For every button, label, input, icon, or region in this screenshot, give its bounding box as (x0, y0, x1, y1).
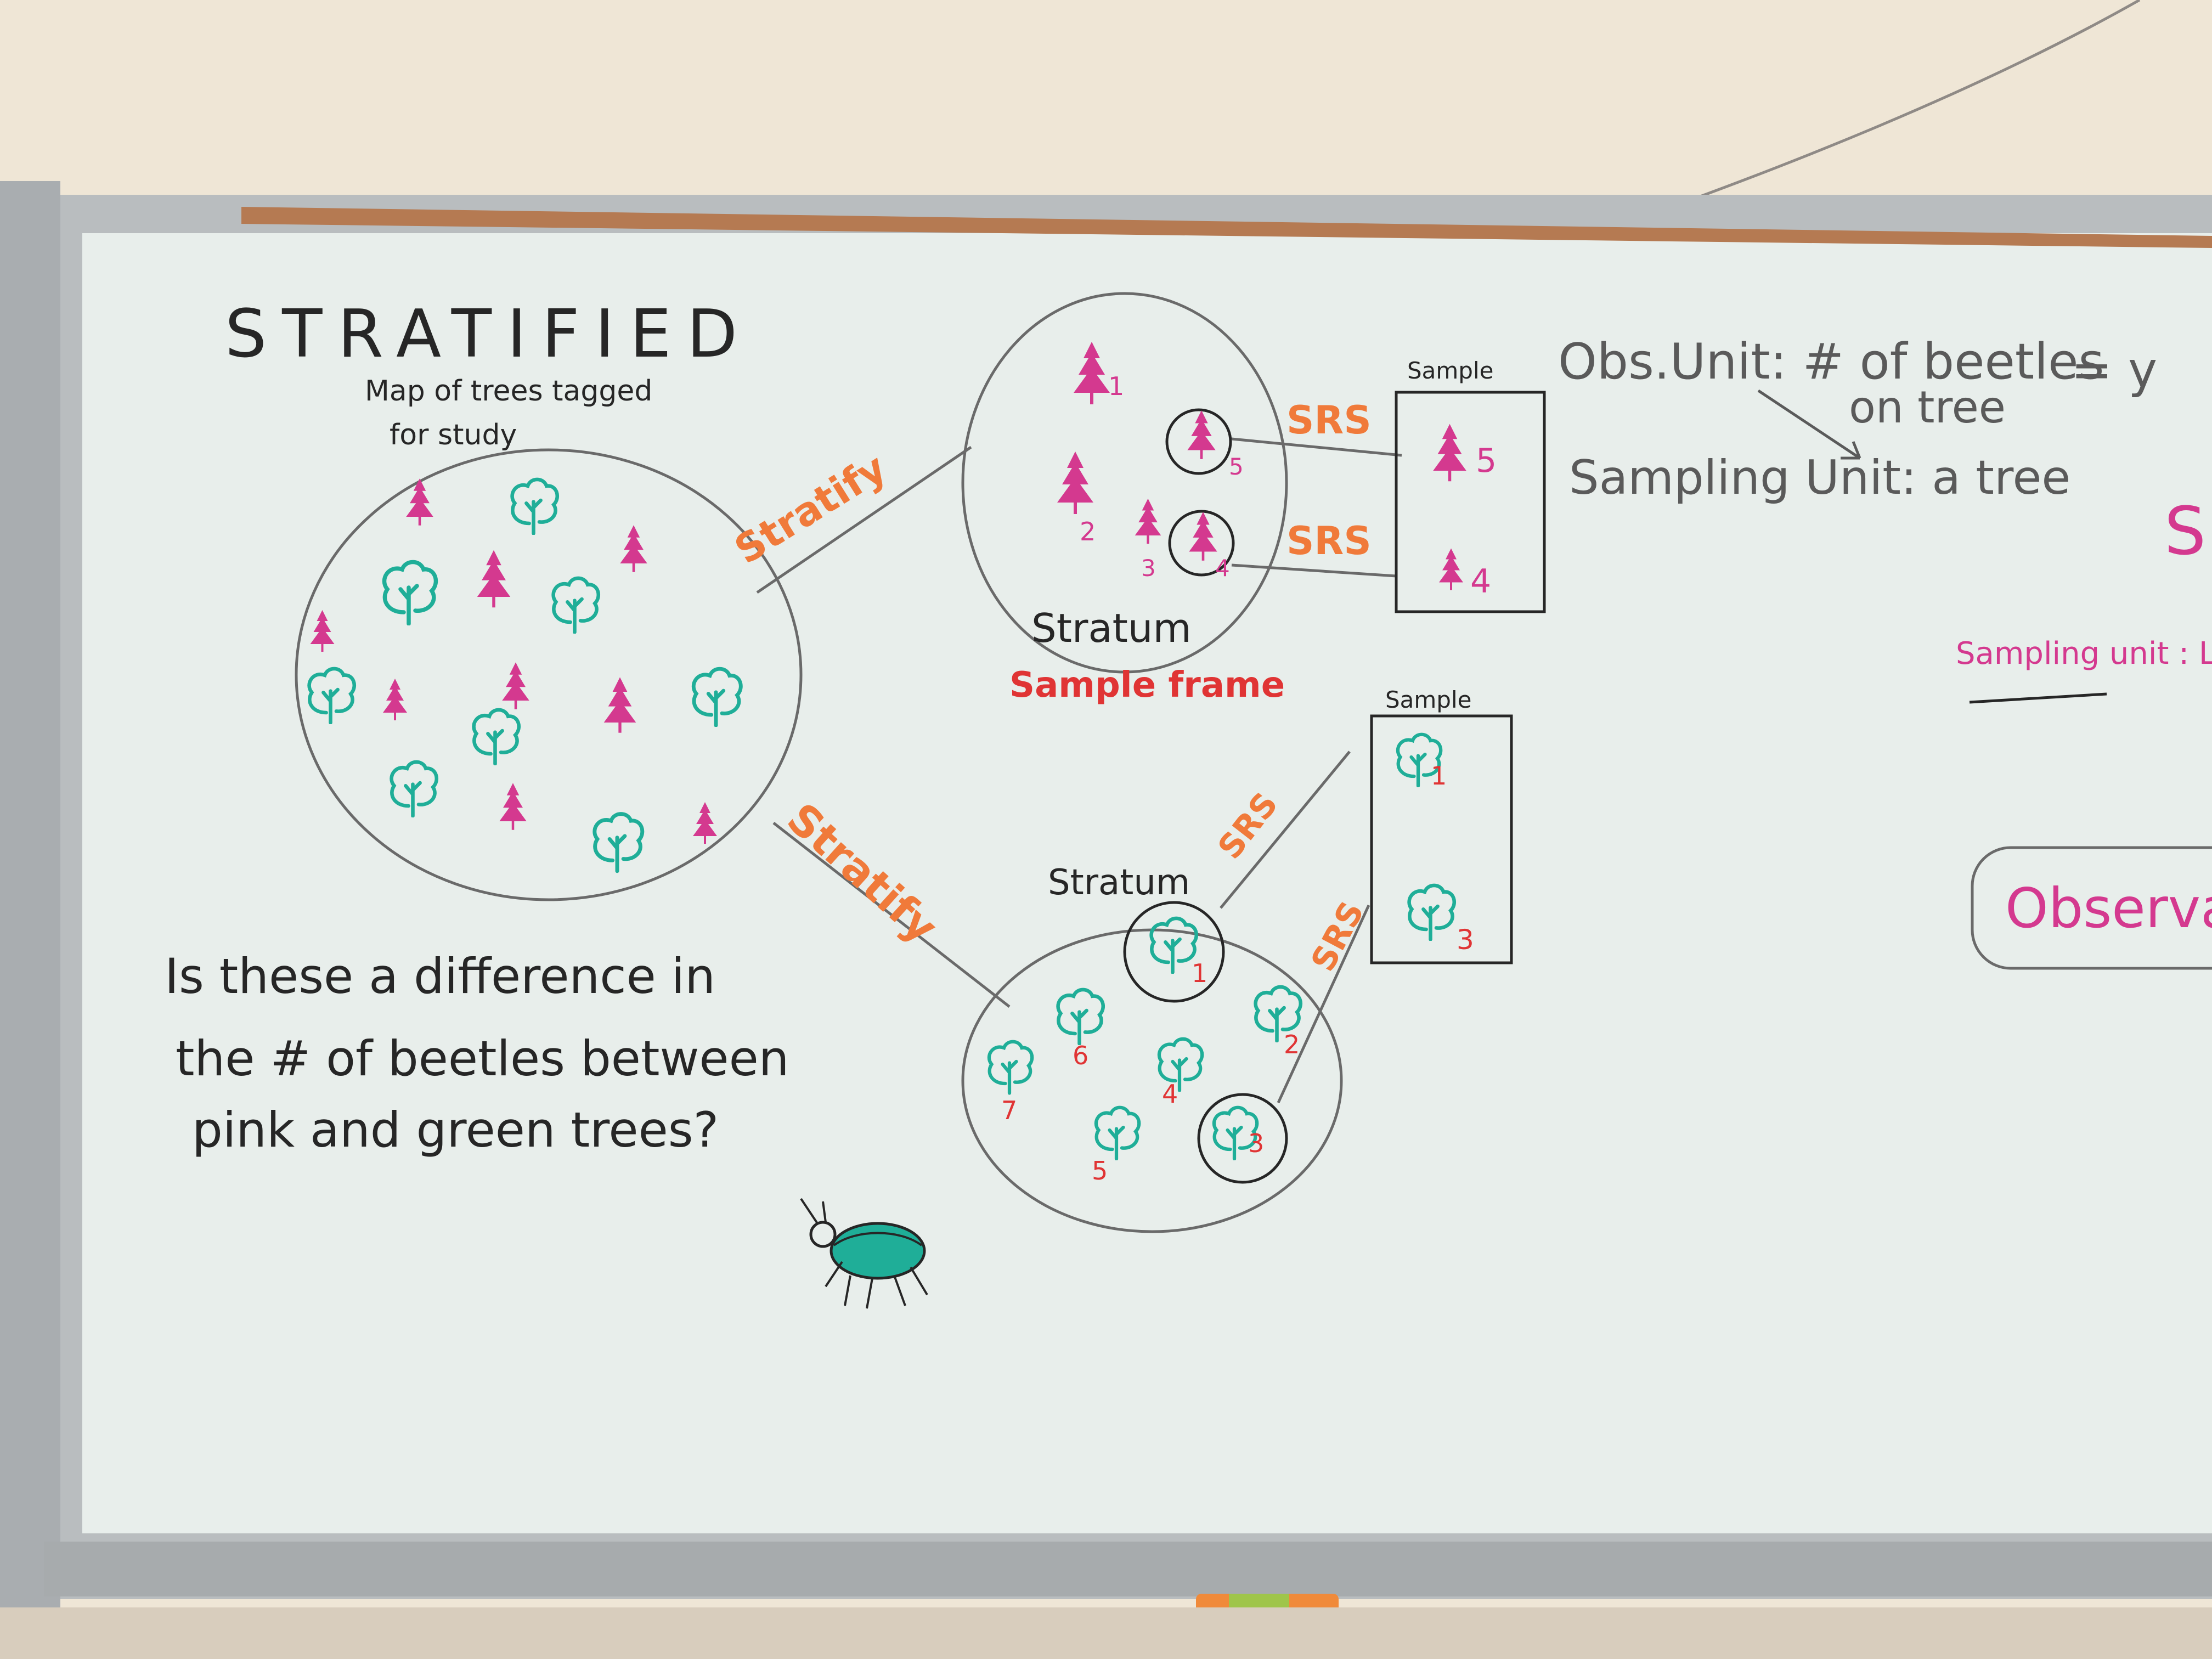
title-stratified: STRATIFIED (225, 296, 753, 373)
pink-note-underline (1969, 692, 2107, 704)
sample-bottom-box (1370, 714, 1513, 964)
srs-bottom-line-1 (1220, 751, 1351, 909)
sampled-circle-top-4 (1168, 510, 1235, 577)
top-stratum-number: 1 (1108, 371, 1124, 401)
top-sample-number: 4 (1470, 562, 1491, 601)
bottom-stratum-number: 3 (1248, 1128, 1264, 1158)
srs-top-label-2: SRS (1286, 518, 1372, 563)
obs-unit-y: = y (2071, 341, 2157, 399)
wall-bottom (0, 1607, 2212, 1659)
sample-top-box (1395, 391, 1546, 613)
question-line3: pink and green trees? (192, 1102, 719, 1158)
observation-box (1971, 846, 2212, 970)
stratum-bottom-label: Stratum (1048, 862, 1190, 903)
obs-unit-line1: Obs.Unit: # of beetles (1558, 333, 2104, 391)
sampling-unit-line: Sampling Unit: a tree (1569, 450, 2070, 505)
cork-strip (241, 207, 2212, 248)
sample-top-label: Sample (1407, 357, 1493, 384)
bottom-stratum-number: 5 (1092, 1156, 1108, 1186)
sampling-unit-pink-note: Sampling unit : L (1956, 636, 2212, 672)
top-stratum-number: 5 (1229, 453, 1244, 480)
sample-frame-label: Sample frame (1009, 665, 1285, 706)
bottom-stratum-number: 1 (1192, 958, 1207, 988)
sample-bottom-label: Sample (1385, 686, 1471, 713)
stratum-top-label: Stratum (1031, 605, 1192, 651)
srs-bottom-line-2 (1277, 904, 1370, 1104)
observation-box-text: Observatio (2005, 876, 2212, 940)
tree-map-ellipse (295, 448, 803, 901)
stratify-top-line (756, 445, 972, 594)
partial-pink-s: S (2164, 494, 2206, 570)
board-left-edge (0, 181, 60, 1607)
top-stratum-number: 4 (1215, 555, 1230, 582)
question-line1: Is these a difference in (165, 948, 715, 1005)
srs-top-line-2 (1231, 563, 1397, 578)
bottom-sample-number: 1 (1431, 761, 1447, 791)
sampled-circle-bottom-3 (1197, 1093, 1288, 1184)
bottom-sample-number: 3 (1457, 924, 1474, 956)
sampled-circle-bottom-1 (1123, 901, 1225, 1003)
srs-top-line-1 (1231, 437, 1402, 457)
bottom-stratum-number: 2 (1284, 1030, 1300, 1059)
subtitle-line2: for study (390, 419, 517, 452)
sampled-circle-top-5 (1165, 408, 1232, 475)
bottom-stratum-number: 6 (1073, 1041, 1088, 1070)
obs-unit-line2: on tree (1849, 382, 2006, 433)
srs-top-label-1: SRS (1286, 398, 1372, 443)
bottom-stratum-number: 7 (1001, 1096, 1017, 1125)
obs-to-sampling-arrow (1757, 389, 1861, 460)
subtitle-line1: Map of trees tagged (365, 375, 652, 408)
marker-tray (44, 1542, 2212, 1596)
beetle-drawing (800, 1198, 928, 1309)
stratum-top-ellipse (961, 292, 1288, 674)
top-stratum-number: 2 (1080, 517, 1096, 546)
top-stratum-number: 3 (1141, 555, 1156, 582)
stratify-bottom-line (772, 822, 1011, 1008)
bottom-stratum-number: 4 (1162, 1079, 1178, 1109)
top-sample-number: 5 (1476, 442, 1497, 480)
question-line2: the # of beetles between (176, 1030, 789, 1087)
